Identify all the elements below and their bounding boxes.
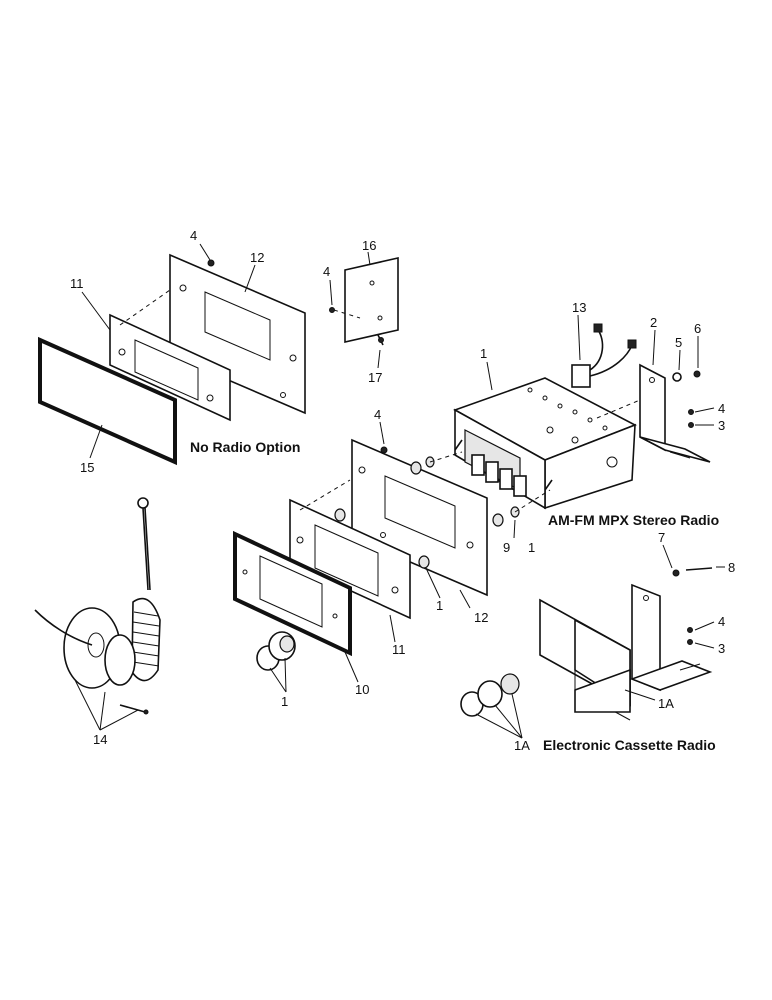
- hardware-5-6: [672, 370, 701, 382]
- callout-4: 4: [718, 401, 725, 416]
- callout-5: 5: [675, 335, 682, 350]
- radio-knobs-1: [256, 631, 296, 671]
- cover-plate-16: [329, 256, 399, 346]
- callout-11: 11: [392, 642, 406, 657]
- callout-11: 11: [70, 276, 84, 291]
- cassette-knobs-1A: [460, 673, 520, 717]
- callout-4: 4: [323, 264, 330, 279]
- cassette-bracket-7: [629, 583, 713, 692]
- callout-4: 4: [190, 228, 197, 243]
- callout-3: 3: [718, 418, 725, 433]
- radio-plate-12: [351, 438, 488, 597]
- cassette-radio-1A: [539, 598, 631, 721]
- callout-4: 4: [374, 407, 381, 422]
- callout-1: 1: [436, 598, 443, 613]
- wiring-harness-13: [571, 323, 637, 388]
- title-amfm-stereo-radio: AM-FM MPX Stereo Radio: [548, 512, 719, 528]
- callout-2: 2: [650, 315, 657, 330]
- callout-14: 14: [93, 732, 107, 747]
- callout-10: 10: [355, 682, 369, 697]
- callout-17: 17: [368, 370, 382, 385]
- cassette-hardware: [672, 567, 713, 645]
- callout-12: 12: [250, 250, 264, 265]
- mounting-bracket-2: [639, 363, 711, 463]
- callout-9: 9: [503, 540, 510, 555]
- callout-1: 1: [480, 346, 487, 361]
- callout-3: 3: [718, 641, 725, 656]
- no-radio-gasket-15: [38, 336, 177, 466]
- callout-1: 1: [281, 694, 288, 709]
- no-radio-plate-12: [169, 253, 306, 415]
- radio-bezel-11: [289, 498, 411, 620]
- callout-13: 13: [572, 300, 586, 315]
- title-no-radio-option: No Radio Option: [190, 439, 300, 455]
- callout-16: 16: [362, 238, 376, 253]
- radio-gasket-10: [233, 530, 352, 657]
- antenna-14: [34, 497, 161, 715]
- callout-15: 15: [80, 460, 94, 475]
- radio-chassis-1: [453, 377, 637, 510]
- no-radio-bezel-11: [109, 313, 231, 422]
- callout-8: 8: [728, 560, 735, 575]
- hardware-3-4-right: [688, 409, 694, 428]
- callout-12: 12: [474, 610, 488, 625]
- leader-lines: [74, 243, 725, 739]
- callout-1: 1: [528, 540, 535, 555]
- callout-6: 6: [694, 321, 701, 336]
- nut-4-top: [207, 259, 215, 267]
- title-electronic-cassette-radio: Electronic Cassette Radio: [543, 737, 716, 753]
- callout-1A: 1A: [658, 696, 674, 711]
- callout-7: 7: [658, 530, 665, 545]
- callout-4: 4: [718, 614, 725, 629]
- callout-1A: 1A: [514, 738, 530, 753]
